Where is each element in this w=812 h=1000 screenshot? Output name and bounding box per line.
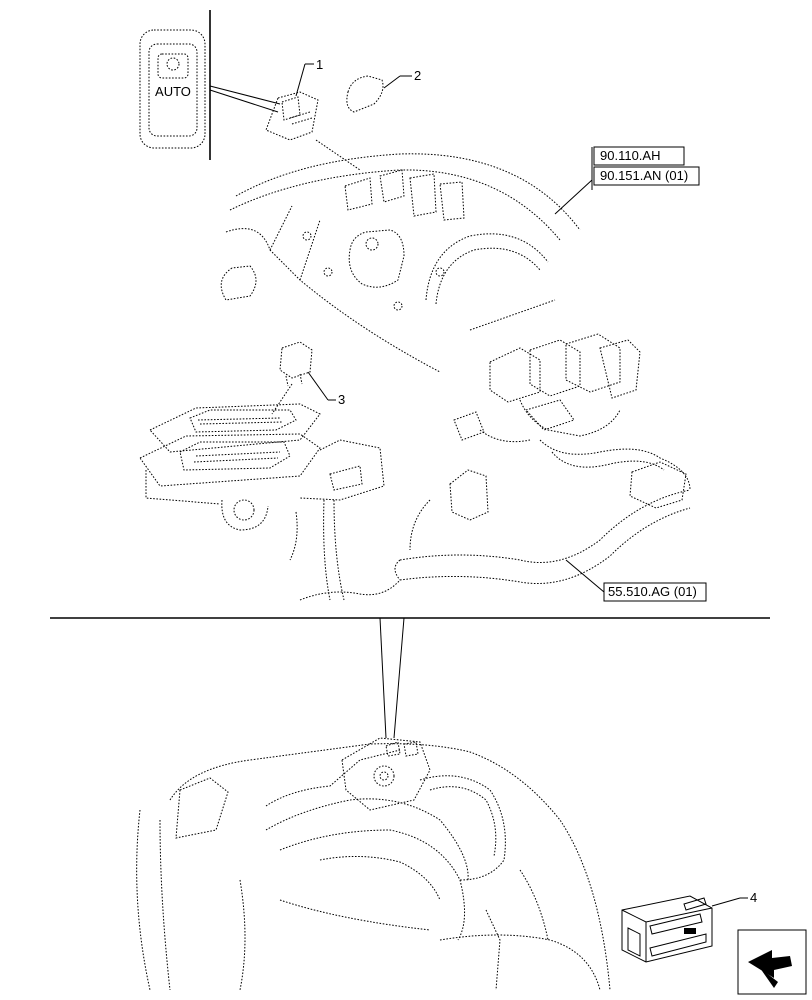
switch-part: 1 <box>265 57 323 141</box>
connector-cluster <box>453 333 691 509</box>
wiring-harness <box>289 469 691 601</box>
reference-box-c: 55.510.AG (01) <box>565 559 707 602</box>
crate-icon: 4 <box>621 890 757 963</box>
callout-3: 3 <box>338 392 345 407</box>
callout-2: 2 <box>414 68 421 83</box>
cover-part: 2 <box>346 68 421 113</box>
reference-label-a: 90.110.AH <box>600 148 660 163</box>
cab-overview <box>136 737 611 991</box>
reference-box-b: 90.151.AN (01) <box>593 166 700 186</box>
reference-label-c: 55.510.AG (01) <box>608 584 697 599</box>
fuse-box <box>139 403 385 531</box>
switch-detail-inset: AUTO <box>139 10 281 160</box>
reference-box-a: 90.110.AH <box>593 146 685 166</box>
upper-dashboard <box>220 153 581 373</box>
switch-auto-label: AUTO <box>155 84 191 99</box>
reference-label-b: 90.151.AN (01) <box>600 168 688 183</box>
callout-4: 4 <box>750 890 757 905</box>
arrow-icon[interactable] <box>737 929 807 995</box>
relay-part: 3 <box>271 341 345 415</box>
callout-1: 1 <box>316 57 323 72</box>
